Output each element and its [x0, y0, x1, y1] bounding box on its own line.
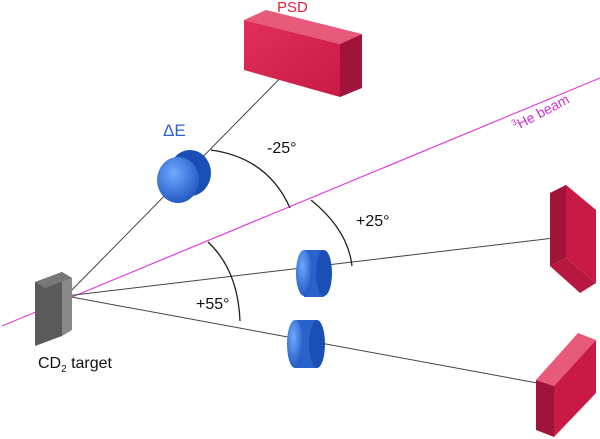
angle-arc-plus55: [207, 241, 241, 322]
psd-label: PSD: [277, 0, 308, 15]
target-label: CD2 target: [38, 356, 112, 375]
angle-label-minus25: -25°: [267, 141, 297, 157]
angle-label-minus25-text: -25°: [267, 140, 297, 157]
angle-label-plus55: +55°: [196, 297, 230, 313]
target-label-subscript: 2: [61, 364, 67, 376]
angle-label-plus55-text: +55°: [196, 296, 230, 313]
angle-label-plus25: +25°: [356, 214, 390, 230]
detector-lower: [287, 320, 325, 368]
delta-e-label-text: ΔE: [163, 121, 186, 140]
cd2-target: [35, 272, 72, 346]
angle-label-plus25-text: +25°: [356, 213, 390, 230]
beam-line: [1, 77, 600, 327]
detector-middle: [296, 250, 332, 297]
delta-e-detector: [157, 150, 211, 203]
psd-detector-top: [244, 10, 362, 97]
psd-detector-right-middle: [550, 185, 596, 293]
psd-label-text: PSD: [277, 0, 308, 16]
target-label-prefix: CD: [38, 355, 62, 372]
angle-arc-minus25: [210, 149, 291, 209]
angle-arc-plus25: [310, 199, 353, 267]
delta-e-label: ΔE: [163, 122, 186, 139]
target-label-suffix: target: [66, 355, 112, 372]
psd-detector-right-lower: [536, 333, 596, 437]
